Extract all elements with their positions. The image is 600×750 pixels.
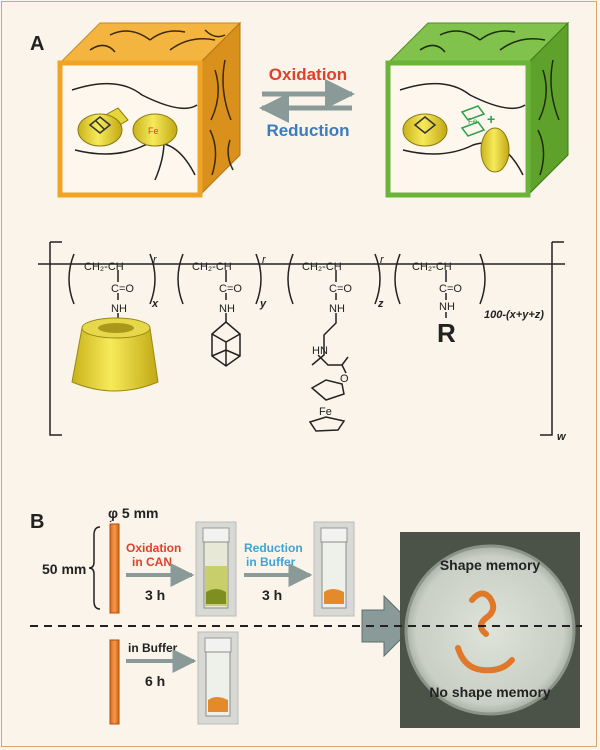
backbone-2: CH₂-CH	[192, 261, 232, 273]
ferrocene-fe: Fe	[319, 406, 332, 418]
amide-4: NH	[439, 301, 455, 313]
adamantane-icon	[211, 321, 241, 367]
orange-hydrogel-cube: Fe	[57, 21, 242, 198]
panel-b-label: B	[30, 511, 44, 533]
length-label: 50 mm	[42, 561, 86, 577]
step2-label-2: in Buffer	[246, 555, 296, 569]
fe-charge: +	[487, 111, 495, 127]
fe-plus-label: Fe	[468, 117, 478, 126]
linker-hn: HN	[312, 345, 328, 357]
rod-control	[109, 639, 120, 725]
carbonyl-3: C=O	[329, 283, 352, 295]
carbonyl-4: C=O	[439, 283, 462, 295]
linker-o: O	[340, 373, 349, 385]
green-hydrogel-cube: Fe +	[385, 21, 570, 198]
sub-r1: r	[153, 254, 158, 266]
control-label: in Buffer	[128, 641, 178, 655]
backbone-4: CH₂-CH	[412, 261, 452, 273]
polymer-structure	[38, 241, 565, 436]
left-bracket	[49, 241, 62, 436]
right-bracket	[540, 241, 564, 436]
amide-3: NH	[329, 303, 345, 315]
vial-reduced	[313, 521, 355, 617]
petri-dish-photo	[400, 532, 580, 728]
panel-a-label: A	[30, 33, 44, 55]
reduction-label: Reduction	[266, 121, 349, 140]
diameter-label: φ 5 mm	[108, 505, 158, 521]
rod-treated	[109, 523, 120, 614]
length-brace	[88, 526, 101, 610]
control-time: 6 h	[145, 673, 165, 689]
cyclodextrin-icon	[71, 317, 159, 392]
sub-z: z	[377, 298, 384, 310]
backbone-1: CH₂-CH	[84, 261, 124, 273]
no-shape-memory-label: No shape memory	[429, 684, 551, 700]
step2-time: 3 h	[262, 587, 282, 603]
r-group: R	[437, 318, 456, 348]
sub-x: x	[151, 298, 159, 310]
carbonyl-2: C=O	[219, 283, 242, 295]
vial-oxidized	[195, 521, 237, 617]
polymer-labels: CH₂-CH CH₂-CH CH₂-CH CH₂-CH C=O C=O C=O …	[84, 254, 567, 443]
amide-2: NH	[219, 303, 235, 315]
step1-time: 3 h	[145, 587, 165, 603]
sub-last: 100-(x+y+z)	[484, 309, 544, 321]
oxidation-label: Oxidation	[269, 65, 347, 84]
step2-label-1: Reduction	[244, 541, 303, 555]
sub-r2: r	[262, 254, 267, 266]
sample-no-shape-memory	[455, 645, 515, 674]
sub-y: y	[259, 298, 267, 310]
shape-memory-label: Shape memory	[440, 557, 541, 573]
sub-r3: r	[380, 254, 385, 266]
step1-label-1: Oxidation	[126, 541, 181, 555]
backbone-3: CH₂-CH	[302, 261, 342, 273]
step1-label-2: in CAN	[132, 555, 172, 569]
ferrocene-icon	[308, 379, 346, 432]
carbonyl-1: C=O	[111, 283, 134, 295]
svg-text:Fe: Fe	[148, 126, 159, 136]
vial-control	[197, 631, 239, 725]
sub-w: w	[557, 431, 567, 443]
amide-1: NH	[111, 303, 127, 315]
